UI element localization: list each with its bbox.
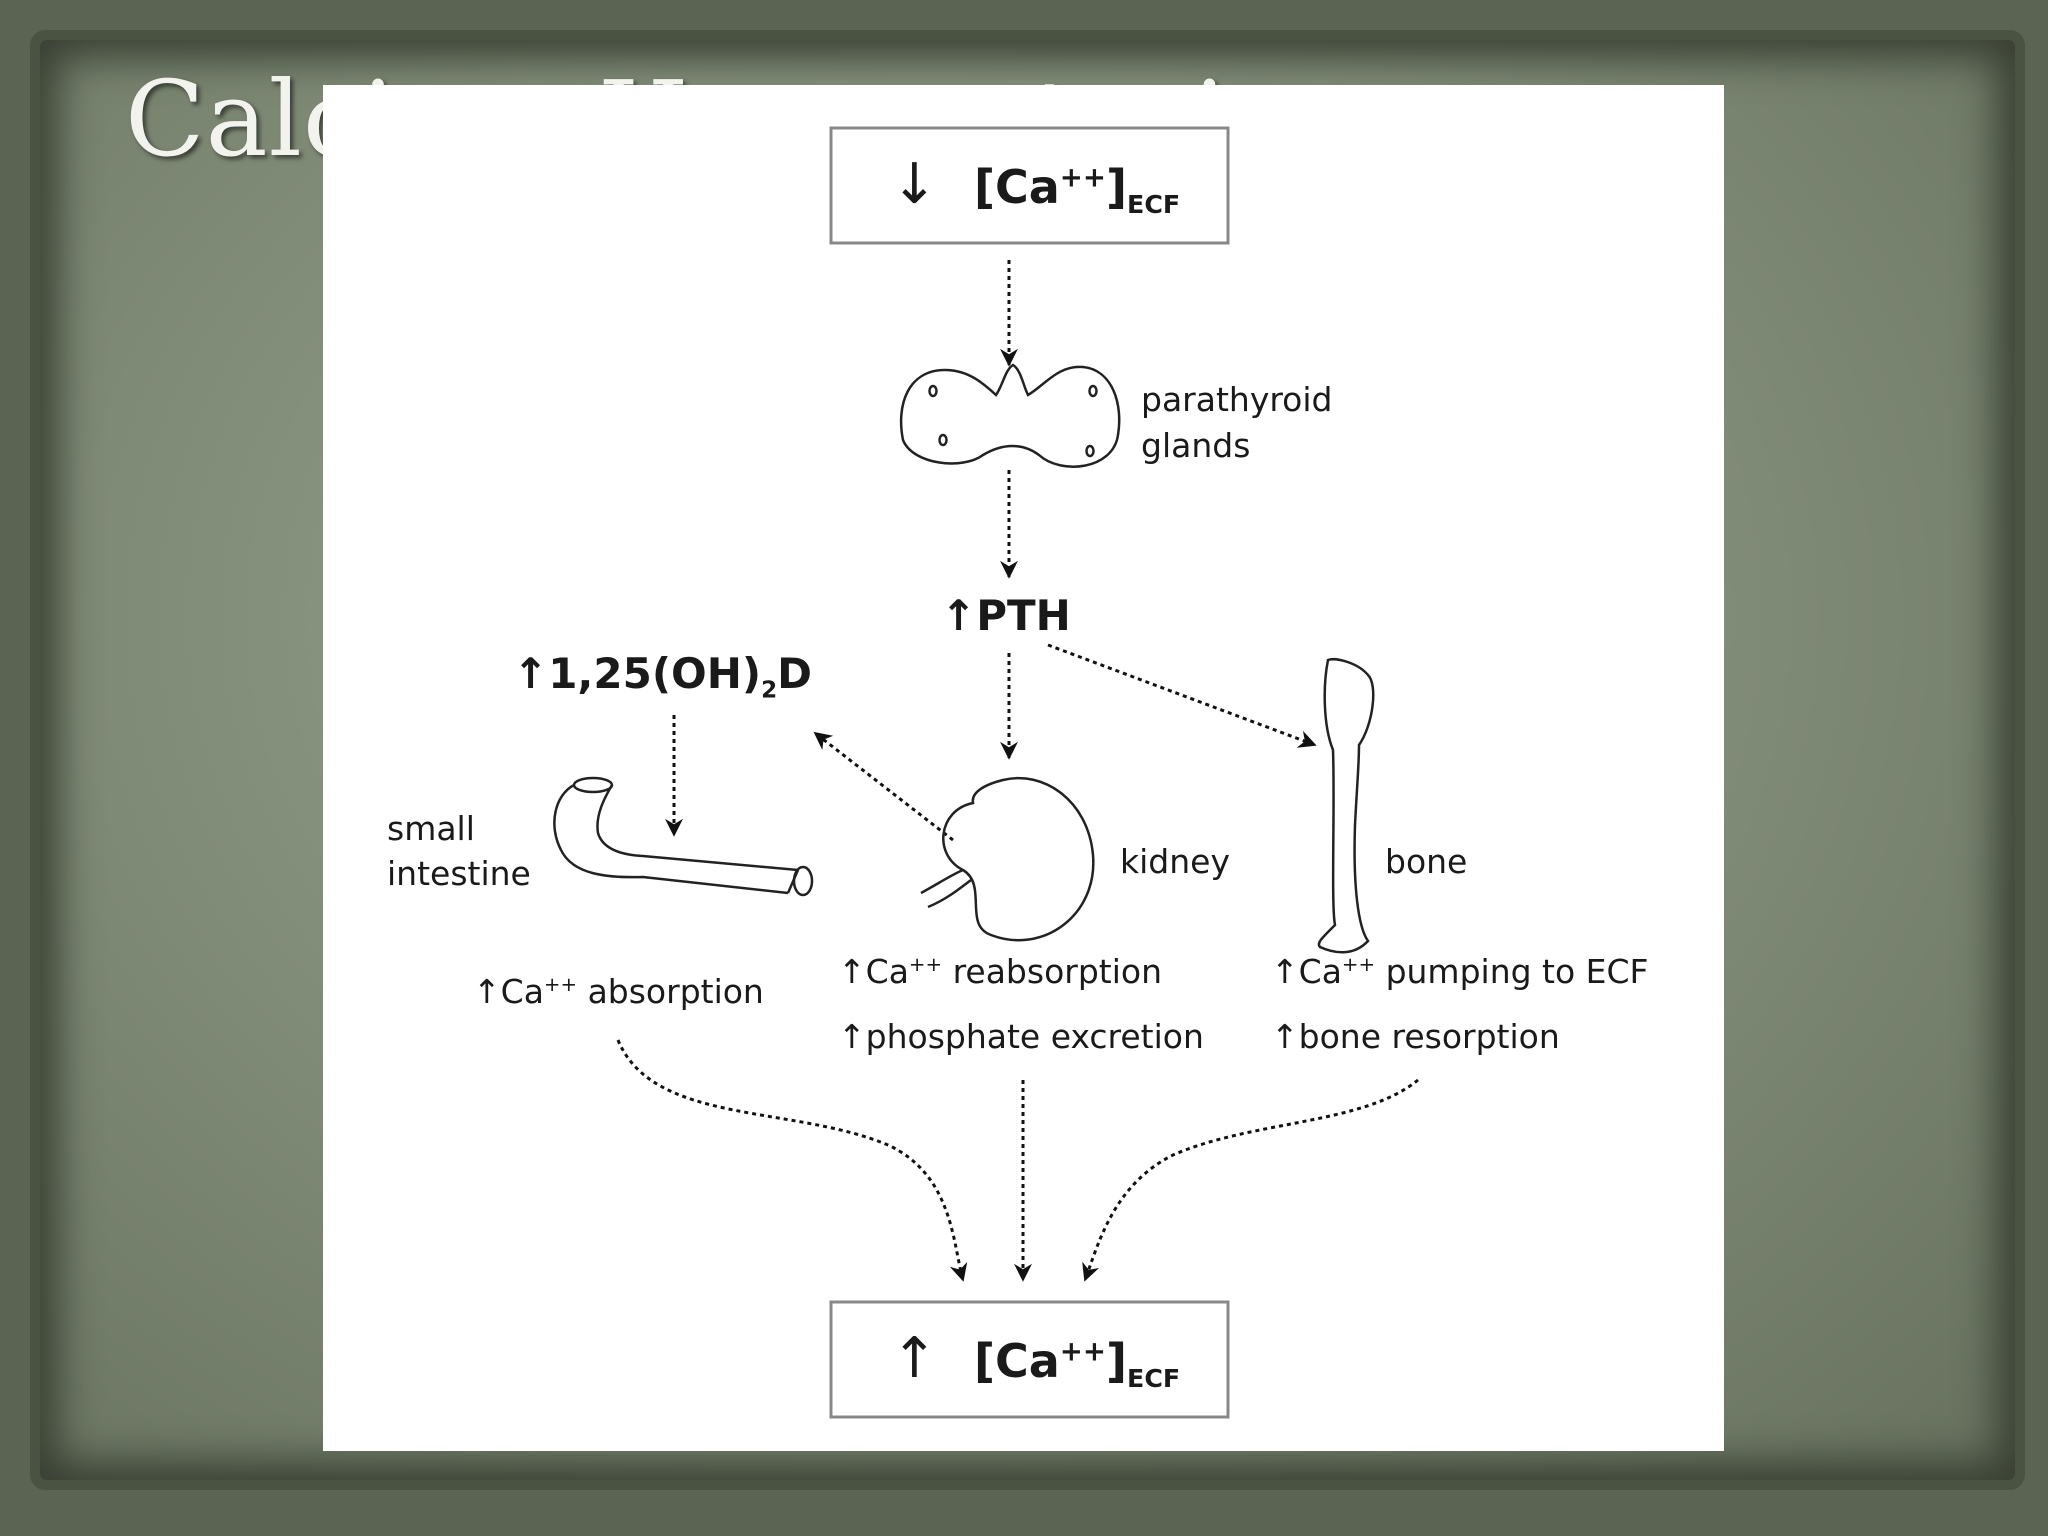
bone-label: bone [1385, 842, 1468, 881]
parathyroid-label-2: glands [1141, 426, 1251, 465]
effect-kidney-reabsorption: ↑Ca++ reabsorption [838, 952, 1162, 991]
effect-bone-resorption: ↑bone resorption [1271, 1017, 1560, 1056]
effect-intestine: ↑Ca++ absorption [473, 972, 764, 1011]
small-intestine-label-2: intestine [387, 854, 531, 893]
down-arrow: ↓ [891, 152, 938, 217]
kidney-icon [920, 776, 1095, 942]
arrow-intestine-to-ecf [616, 1039, 968, 1282]
up-arrow: ↑ [891, 1326, 938, 1391]
arrow-pth-to-bone [1047, 643, 1317, 748]
bone-icon [1317, 658, 1375, 954]
arrow-bone-to-ecf [1082, 1078, 1419, 1282]
pth-label: ↑PTH [941, 591, 1071, 640]
bottom-box-frame [829, 1300, 1230, 1419]
small-intestine-icon [553, 776, 814, 897]
vitamin-d-label: ↑1,25(OH)2D [513, 649, 813, 704]
effect-kidney-phosphate: ↑phosphate excretion [838, 1017, 1204, 1056]
top-box-frame [829, 126, 1230, 245]
bottom-box-label: ↑ [Ca++]ECF [891, 1326, 1181, 1394]
arrow-kidney-to-vitd [813, 731, 954, 842]
small-intestine-label-1: small [387, 809, 475, 848]
parathyroid-glands-icon [899, 363, 1121, 468]
effect-bone-pumping: ↑Ca++ pumping to ECF [1271, 952, 1649, 991]
kidney-label: kidney [1120, 842, 1230, 881]
parathyroid-label-1: parathyroid [1141, 380, 1333, 419]
diagram-graphics [553, 126, 1419, 1419]
top-box-label: ↓ [Ca++]ECF [891, 152, 1181, 220]
calcium-homeostasis-diagram: ↓ [Ca++]ECF ↑ [Ca++]ECF parathyroid glan… [323, 85, 1724, 1451]
